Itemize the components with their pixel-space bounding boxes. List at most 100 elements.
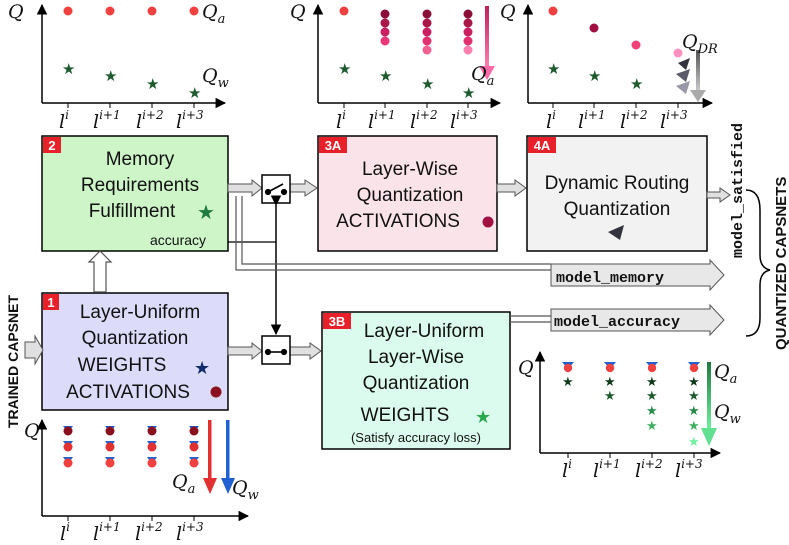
svg-text:li+2: li+2 (135, 520, 163, 545)
y-axis-label: Q (8, 1, 24, 23)
svg-text:Memory: Memory (106, 149, 175, 170)
qa-label: Qa (202, 1, 225, 27)
star-icon: ★ (475, 407, 491, 428)
qw-label: Qw (202, 65, 229, 91)
svg-text:li+1: li+1 (93, 520, 121, 545)
dot-icon (210, 386, 222, 398)
bl-markers (63, 426, 199, 468)
badge-4a: 4A (534, 138, 551, 153)
svg-text:★: ★ (338, 60, 351, 78)
qa-label-mid: Qa (471, 63, 494, 89)
block-2-memory-fulfillment: 2 Memory Requirements Fulfillment ★ accu… (41, 135, 229, 252)
svg-text:★: ★ (630, 75, 643, 93)
svg-text:Dynamic Routing: Dynamic Routing (545, 173, 690, 194)
svg-text:★: ★ (588, 67, 601, 85)
svg-text:li+3: li+3 (176, 108, 204, 133)
output-model-satisfied: model_satisfied (730, 123, 747, 258)
svg-text:★: ★ (379, 67, 392, 85)
svg-text:★: ★ (604, 375, 616, 390)
brace (745, 189, 771, 337)
dots-qa (63, 6, 199, 16)
svg-text:li+3: li+3 (176, 520, 204, 545)
svg-text:li: li (546, 108, 556, 133)
svg-text:Q: Q (290, 1, 306, 23)
qw-label-br: Qw (714, 401, 741, 427)
svg-text:li+3: li+3 (450, 108, 478, 133)
svg-text:WEIGHTS: WEIGHTS (78, 355, 167, 376)
output-model-accuracy: model_accuracy (550, 303, 725, 337)
svg-text:★: ★ (646, 389, 658, 404)
svg-text:★: ★ (188, 84, 201, 102)
svg-text:Quantization: Quantization (564, 199, 671, 220)
svg-text:★: ★ (688, 375, 700, 390)
plot-top-middle: Q ★ ★ ★ ★ Qa (290, 1, 502, 133)
triangle-icon (608, 225, 624, 240)
block-4a-dynamic-routing: 4A Dynamic Routing Quantization (526, 135, 708, 252)
dot-icon (482, 216, 494, 228)
svg-text:Layer-Uniform: Layer-Uniform (364, 321, 484, 342)
svg-text:Fulfillment: Fulfillment (89, 201, 176, 222)
svg-text:li: li (60, 520, 70, 545)
svg-text:★: ★ (62, 60, 75, 78)
svg-text:li: li (59, 108, 69, 133)
qw-label-bl: Qw (232, 477, 259, 503)
plot-top-left: Q ★ ★ ★ ★ Qa Qw li li+1 li+2 li+3 (8, 1, 229, 133)
svg-text:★: ★ (421, 75, 434, 93)
badge-3a: 3A (325, 138, 342, 153)
svg-text:Layer-Uniform: Layer-Uniform (80, 302, 200, 323)
output-model-memory: model_memory (550, 258, 725, 292)
svg-text:li: li (562, 457, 572, 482)
svg-text:★: ★ (104, 67, 117, 85)
svg-text:★: ★ (646, 375, 658, 390)
svg-text:★: ★ (462, 84, 475, 102)
svg-text:model_memory: model_memory (556, 270, 664, 287)
block-3a-layer-wise-activations: 3A Layer-Wise Quantization ACTIVATIONS (317, 135, 498, 252)
plot-bottom-right: Q ★ ★ ★ ★ ★ ★ ★ ★ ★ ★ ★ ★ Qa Qw l (518, 350, 741, 482)
svg-text:WEIGHTS: WEIGHTS (361, 405, 450, 426)
plot-top-right: Q ★ ★ ★ QDR li li+1 li+2 li+3 (500, 1, 718, 133)
svg-text:li+2: li+2 (635, 457, 663, 482)
svg-text:★: ★ (646, 404, 658, 419)
svg-text:★: ★ (646, 419, 658, 434)
badge-1: 1 (47, 295, 54, 310)
svg-text:Quantization: Quantization (357, 185, 464, 206)
side-label-right: QUANTIZED CAPSNETS (773, 177, 789, 350)
svg-text:li+2: li+2 (620, 108, 648, 133)
qdr-label: QDR (682, 31, 718, 57)
br-markers: ★ ★ ★ ★ ★ ★ ★ ★ ★ ★ ★ ★ (562, 362, 700, 450)
svg-text:★: ★ (146, 75, 159, 93)
svg-text:li+2: li+2 (136, 108, 164, 133)
svg-text:Requirements: Requirements (81, 175, 199, 196)
svg-text:ACTIVATIONS: ACTIVATIONS (66, 382, 190, 403)
badge-3b: 3B (329, 314, 346, 329)
svg-text:★: ★ (604, 389, 616, 404)
accuracy-note: accuracy (150, 232, 206, 248)
activation-dots (380, 9, 473, 55)
svg-text:Layer-Wise: Layer-Wise (368, 347, 464, 368)
qa-label-bl: Qa (172, 471, 195, 497)
svg-text:li+1: li+1 (593, 457, 621, 482)
svg-text:★: ★ (688, 419, 700, 434)
satisfy-note: (Satisfy accuracy loss) (351, 430, 481, 445)
svg-text:Q: Q (24, 420, 40, 442)
svg-text:li+1: li+1 (368, 108, 396, 133)
qa-label-br: Qa (714, 361, 737, 387)
badge-2: 2 (48, 138, 55, 153)
side-label-left: TRAINED CAPSNET (5, 295, 21, 428)
svg-text:★: ★ (688, 389, 700, 404)
svg-text:Quantization: Quantization (82, 328, 189, 349)
svg-text:Q: Q (500, 1, 516, 23)
svg-text:li: li (336, 108, 346, 133)
connectors (24, 174, 731, 366)
svg-text:li+1: li+1 (578, 108, 606, 133)
x-ticks: li li+1 li+2 li+3 (59, 103, 204, 133)
svg-text:Layer-Wise: Layer-Wise (362, 159, 458, 180)
svg-text:★: ★ (562, 375, 574, 390)
star-icon: ★ (197, 200, 215, 224)
svg-text:li+2: li+2 (410, 108, 438, 133)
svg-text:★: ★ (547, 60, 560, 78)
svg-text:li+3: li+3 (675, 457, 703, 482)
svg-text:model_accuracy: model_accuracy (554, 314, 680, 331)
svg-text:ACTIVATIONS: ACTIVATIONS (336, 211, 460, 232)
